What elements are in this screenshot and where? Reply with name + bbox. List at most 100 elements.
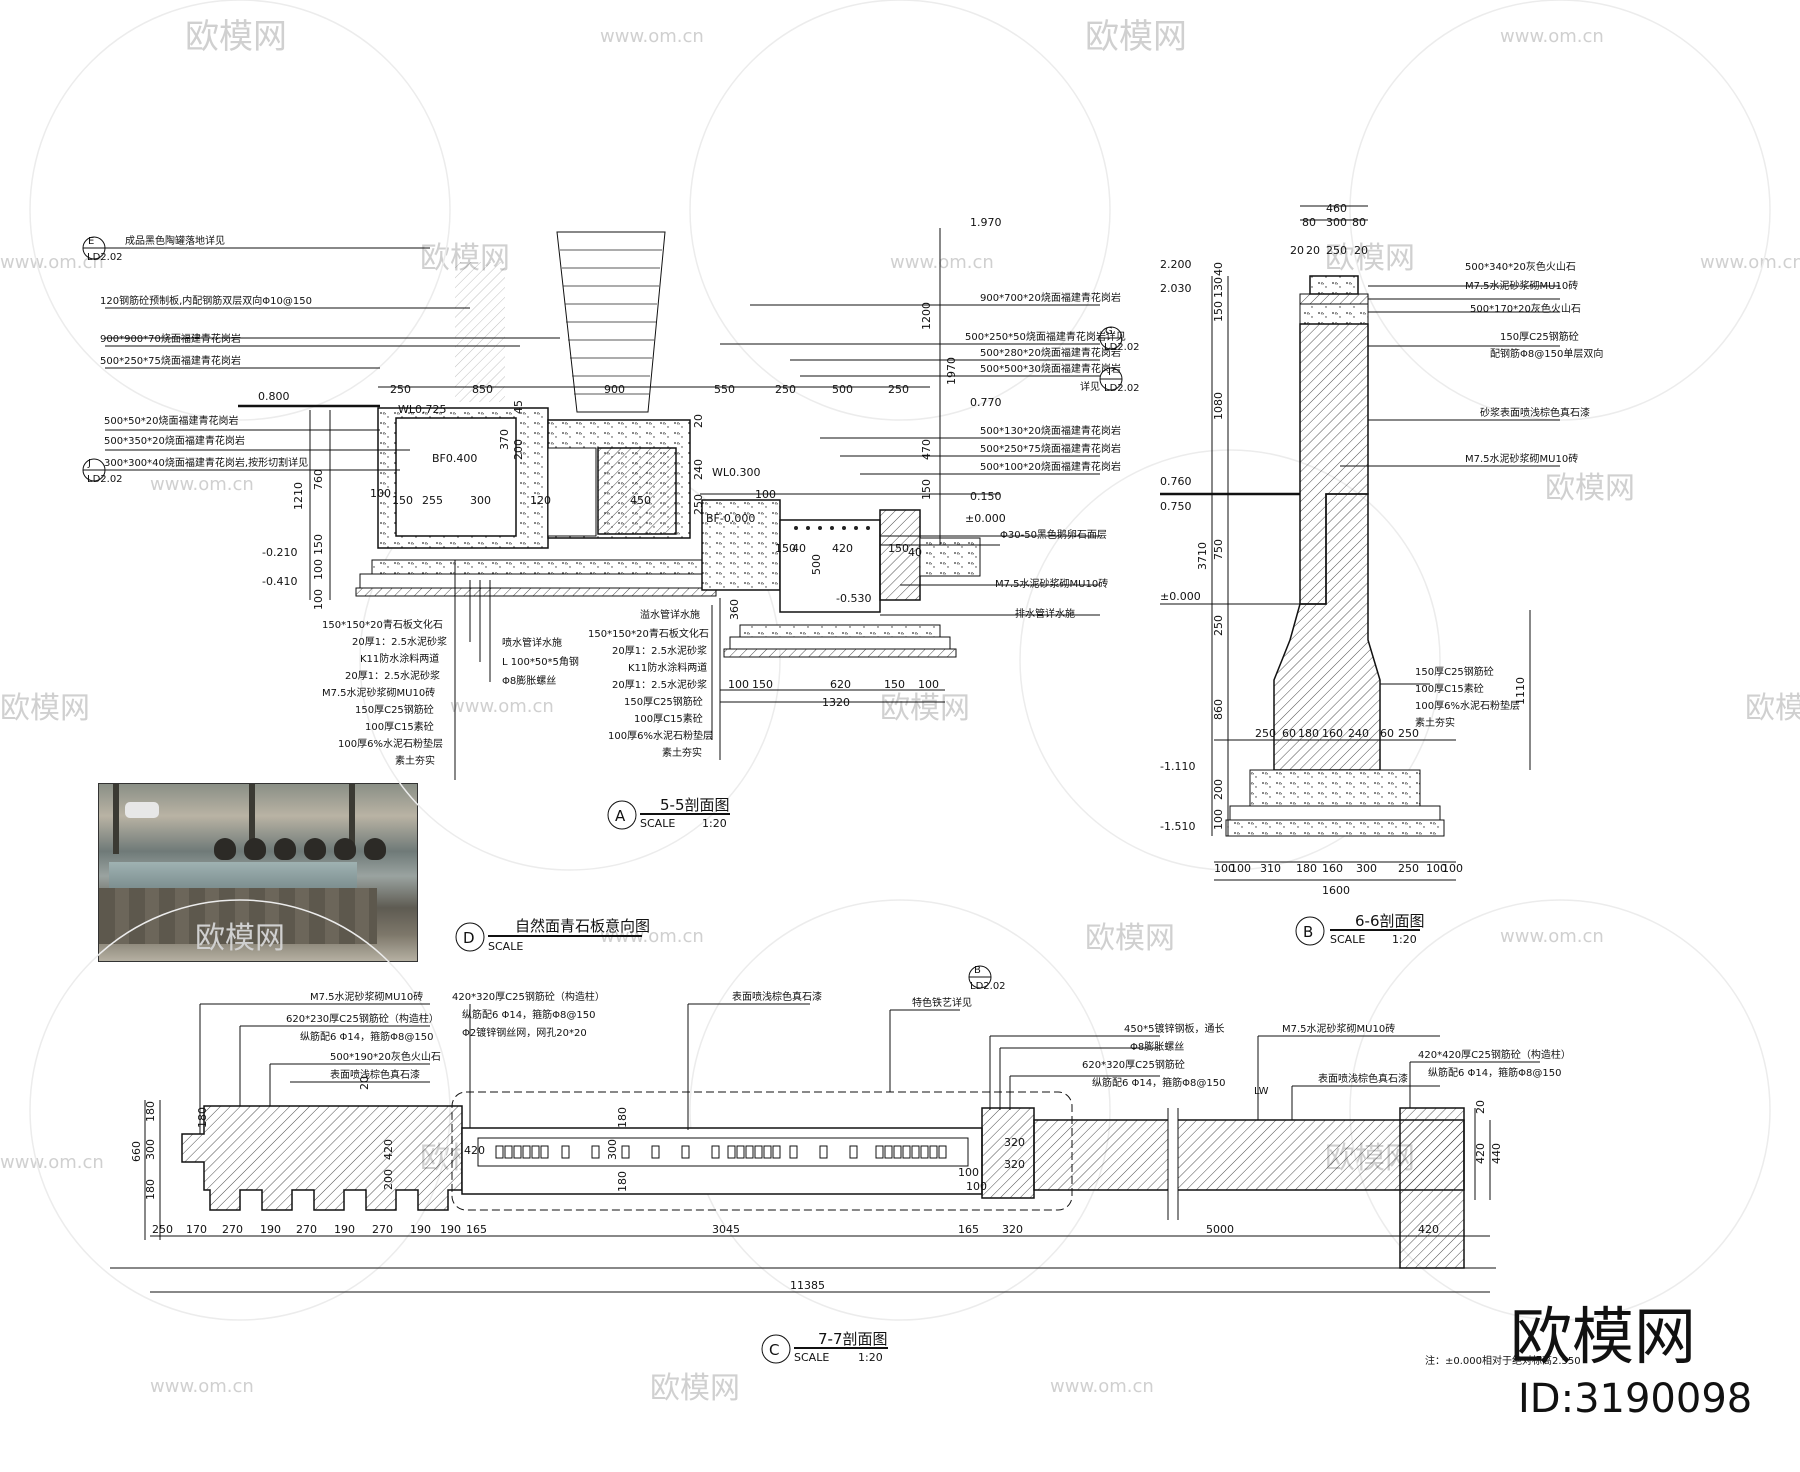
label: 100厚6%水泥石粉垫层 [608, 729, 713, 742]
photo-pot [244, 838, 266, 860]
dim: 190 [260, 1223, 281, 1236]
watermark-brand: 欧模网 [880, 691, 970, 726]
dim: 240 [692, 459, 705, 480]
label: 砂浆表面喷浅棕色真石漆 [1480, 406, 1590, 419]
label: 表面喷浅棕色真石漆 [732, 990, 822, 1003]
scale-label: SCALE [1330, 933, 1365, 946]
dim: 180 [1298, 727, 1319, 740]
dim: 300 [606, 1139, 619, 1160]
watermark-site: www.om.cn [600, 26, 704, 47]
photo-pot [364, 838, 386, 860]
dim: 420 [464, 1144, 485, 1157]
scale-label: SCALE [640, 817, 675, 830]
dim: 310 [1260, 862, 1281, 875]
dim: 750 [1212, 539, 1225, 560]
dim: 100 [1214, 862, 1235, 875]
dim: 165 [466, 1223, 487, 1236]
dim: 40 [908, 546, 922, 559]
dim: 150 [884, 678, 905, 691]
label: 排水管详水施 [1015, 607, 1075, 620]
label: M7.5水泥砂浆砌MU10砖 [1282, 1022, 1395, 1035]
section-d-title: D 自然面青石板意向图 SCALE [455, 917, 650, 953]
dim: 320 [1004, 1158, 1025, 1171]
photo-pot [304, 838, 326, 860]
label: M7.5水泥砂浆砌MU10砖 [322, 686, 435, 699]
label: 500*250*50烧面福建青花岗岩详见 [965, 330, 1126, 343]
label: 成品黑色陶罐落地详见 [125, 234, 225, 247]
dim: 180 [196, 1107, 209, 1128]
callout-sheet: LD2.02 [87, 252, 123, 263]
dim: 1200 [920, 302, 933, 330]
dim: 660 [130, 1141, 143, 1162]
section-a-texts: E LD2.02 J LD2.02 G LD2.02 I LD2.02 成品黑色… [87, 216, 1140, 767]
screen-opening [591, 1145, 600, 1159]
dim: 500 [832, 383, 853, 396]
scale-value: 1:20 [702, 817, 727, 830]
dim: 100 [1230, 862, 1251, 875]
dim: 180 [1296, 862, 1317, 875]
callout-ref-j: J [87, 458, 91, 469]
screen-opening [929, 1145, 938, 1159]
dim: 150 [312, 534, 325, 555]
dim: 160 [1322, 727, 1343, 740]
dim: 20 [692, 414, 705, 428]
dim: 360 [728, 599, 741, 620]
dim: 300 [1356, 862, 1377, 875]
dim: 150 [920, 479, 933, 500]
elevation: 0.800 [258, 390, 290, 403]
dim: 100 [370, 487, 391, 500]
section-c-drawing [110, 965, 1540, 1293]
label: K11防水涂料两道 [360, 652, 439, 665]
dim: 100 [1212, 809, 1225, 830]
screen-opening [911, 1145, 920, 1159]
elevation: 2.030 [1160, 282, 1192, 295]
section-b-title: B 6-6剖面图 SCALE 1:20 [1295, 912, 1425, 946]
section-title: 6-6剖面图 [1355, 912, 1425, 930]
label: 素土夯实 [395, 754, 435, 767]
label: M7.5水泥砂浆砌MU10砖 [995, 577, 1108, 590]
watermark-site: www.om.cn [1700, 252, 1800, 273]
elevation: -0.210 [262, 546, 297, 559]
photo-pot [274, 838, 296, 860]
screen-opening [736, 1145, 745, 1159]
watermark-brand: 欧模网 [1325, 241, 1415, 276]
photo-car [125, 802, 159, 818]
elevation: WL0.300 [712, 466, 761, 479]
dim: 1320 [822, 696, 850, 709]
dim: 80 [1302, 216, 1316, 229]
dim: 40 [792, 542, 806, 555]
dim: 100 [1442, 862, 1463, 875]
watermark-site: www.om.cn [0, 1152, 104, 1173]
label: 素土夯实 [662, 746, 702, 759]
watermark-brand: 欧模网 [1545, 471, 1635, 506]
brand-large: 欧模网 [1510, 1300, 1696, 1373]
screen-opening [522, 1145, 531, 1159]
elevation: 2.200 [1160, 258, 1192, 271]
dim: 500 [810, 554, 823, 575]
label: 纵筋配6 Φ14，箍筋Φ8@150 [1428, 1066, 1561, 1079]
elevation: -0.530 [836, 592, 871, 605]
dim: 170 [186, 1223, 207, 1236]
label: M7.5水泥砂浆砌MU10砖 [1465, 279, 1578, 292]
dim: 200 [512, 439, 525, 460]
dim: 150 [752, 678, 773, 691]
label: 喷水管详水施 [502, 636, 562, 649]
watermark-site: www.om.cn [150, 1376, 254, 1397]
screen-opening [711, 1145, 720, 1159]
dim: 270 [222, 1223, 243, 1236]
label: 500*350*20烧面福建青花岗岩 [104, 434, 245, 447]
screen-openings [495, 1145, 947, 1159]
dim: 250 [692, 494, 705, 515]
callout-sheet: LD2.02 [1104, 342, 1140, 353]
dim: 300 [470, 494, 491, 507]
label: L 100*50*5角钢 [502, 655, 579, 668]
callout-ref-b: B [974, 965, 981, 976]
dim: 470 [920, 439, 933, 460]
screen-opening [772, 1145, 781, 1159]
section-a-drawing [82, 228, 1123, 780]
screen-opening [920, 1145, 929, 1159]
dim: 100 [728, 678, 749, 691]
label: 100厚6%水泥石粉垫层 [338, 737, 443, 750]
screen-opening [540, 1145, 549, 1159]
label: 900*900*70烧面福建青花岗岩 [100, 332, 241, 345]
